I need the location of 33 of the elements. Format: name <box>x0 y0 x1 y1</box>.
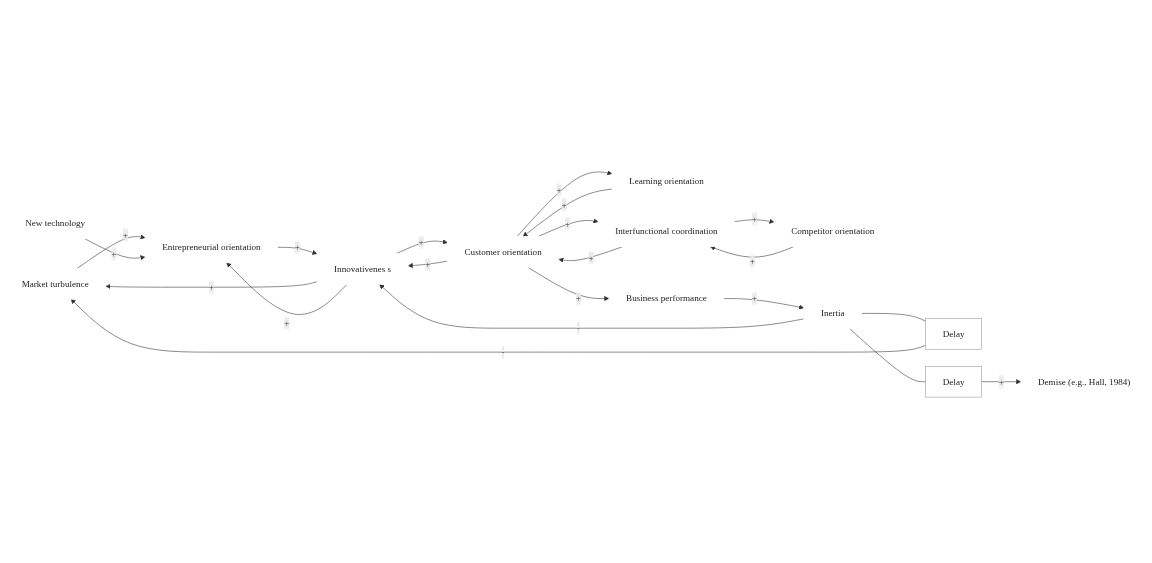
node-text: New technology <box>25 218 86 228</box>
edge-label: + <box>122 229 129 240</box>
node-text: Interfunctional coordination <box>615 226 718 236</box>
node-text: Learning orientation <box>629 176 704 186</box>
edge-label: + <box>208 282 214 292</box>
node-text: Competitor orientation <box>791 226 875 236</box>
edge-label: - <box>576 323 580 333</box>
edge-label: + <box>561 199 567 210</box>
edge-label: + <box>564 218 570 229</box>
node-text: Business performance <box>626 293 707 304</box>
node-text: Demise (e.g., Hall, 1984) <box>1037 376 1131 387</box>
edge-label: + <box>751 213 757 224</box>
edge-label: + <box>998 376 1004 387</box>
connector <box>861 313 926 322</box>
edge-label: + <box>588 252 594 263</box>
edge-label: + <box>425 259 431 269</box>
edge-label: - <box>501 346 505 357</box>
edge-label: + <box>749 256 755 266</box>
node-text: Entrepreneurial orientation <box>162 242 261 252</box>
node-text: Inertia <box>820 308 845 318</box>
connector <box>849 328 926 382</box>
edge-label: + <box>284 318 290 328</box>
node-box: Delay <box>925 366 982 398</box>
edge-label: + <box>418 237 424 247</box>
edge-label: + <box>751 293 757 304</box>
edge-label: + <box>111 248 117 259</box>
node-text: Innovativenes s <box>334 263 392 274</box>
node-text: Customer orientation <box>464 246 542 257</box>
edge-label: + <box>575 293 582 304</box>
node-box: Delay <box>925 318 982 350</box>
edge-label: + <box>556 184 562 195</box>
node-text: Market turbulence <box>21 278 89 289</box>
edge-label: + <box>294 242 300 252</box>
